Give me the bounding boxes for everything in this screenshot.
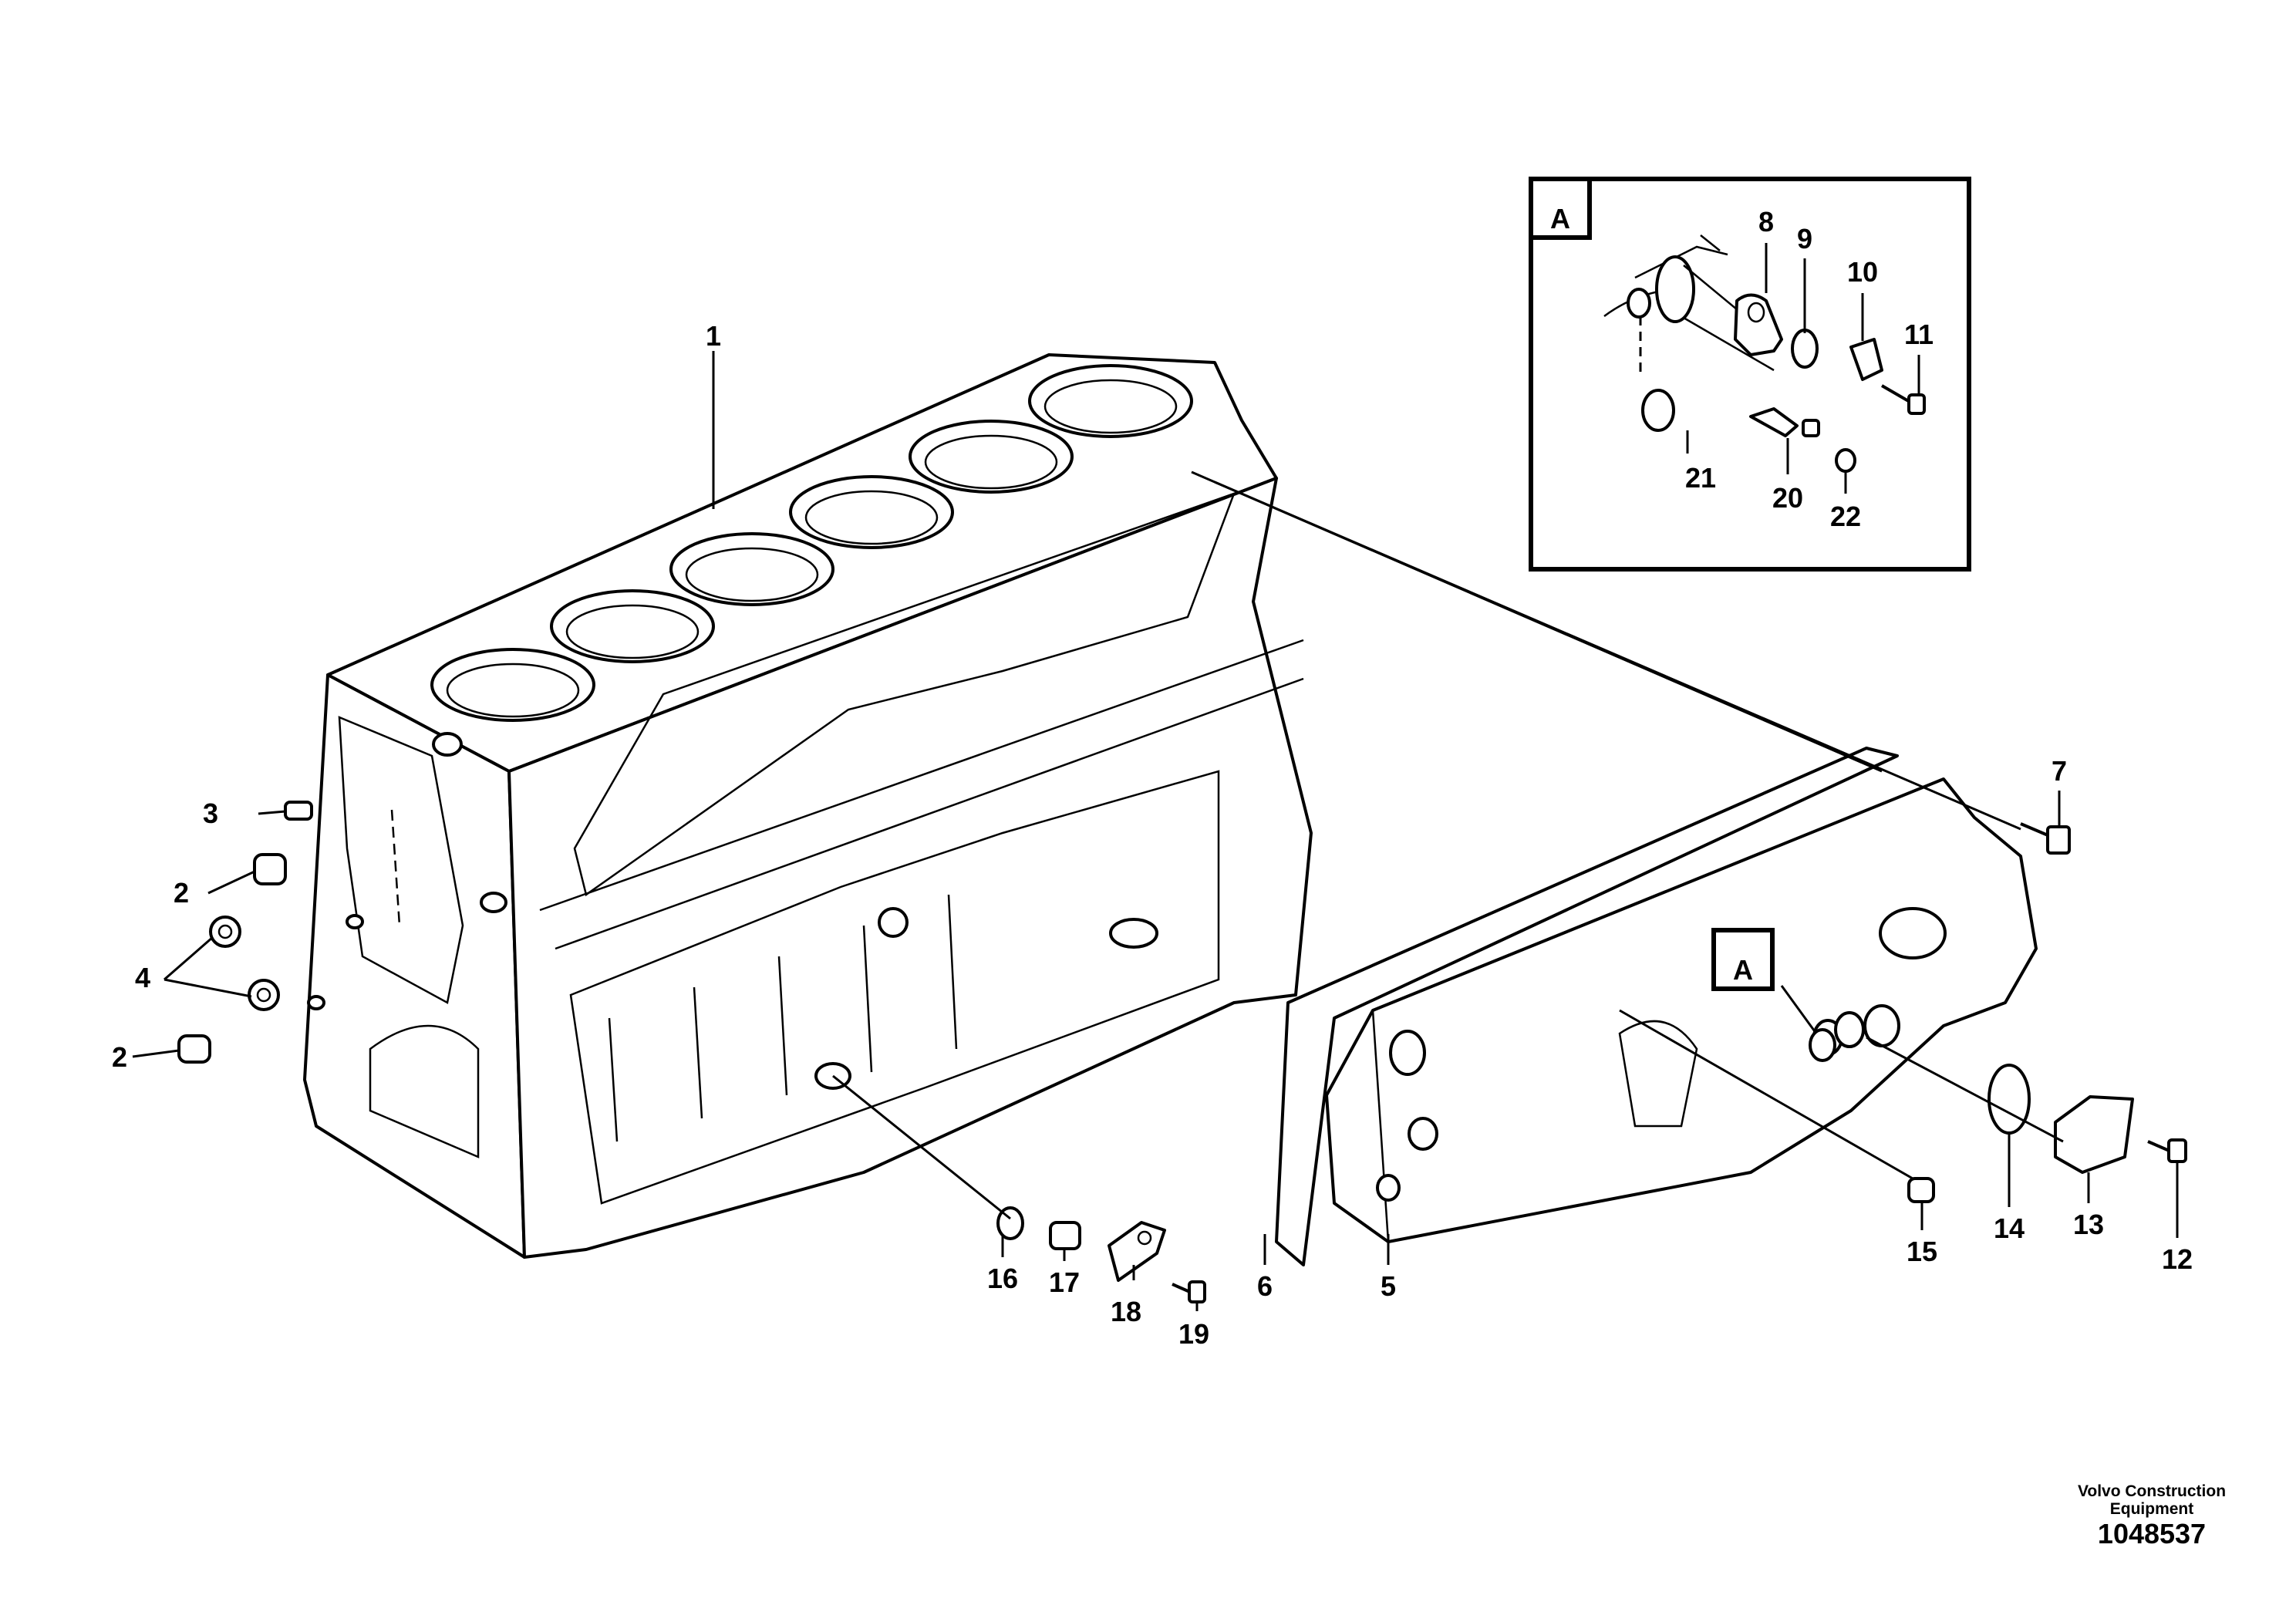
callout-10: 10	[1847, 256, 1878, 288]
seal-rings-at-reference-a	[1809, 1011, 1865, 1062]
plug-part-2-upper	[253, 853, 287, 885]
leader-lines	[132, 351, 2179, 1311]
callout-17: 17	[1049, 1266, 1080, 1298]
detail-view-letter: A	[1550, 203, 1570, 234]
callout-5: 5	[1381, 1270, 1396, 1302]
callout-8: 8	[1758, 206, 1774, 238]
o-ring-part-14	[1988, 1064, 2031, 1135]
callout-1: 1	[706, 320, 721, 352]
callout-2-lower: 2	[112, 1041, 127, 1073]
drawing-number: 1048537	[2097, 1518, 2207, 1549]
plug-part-15	[1907, 1177, 1935, 1203]
callout-9: 9	[1797, 223, 1812, 255]
manufacturer-name-line1: Volvo Construction	[2077, 1482, 2227, 1500]
callout-14: 14	[1994, 1212, 2025, 1244]
ring-part-16	[996, 1206, 1024, 1240]
plug-part-3	[284, 801, 313, 821]
callout-18: 18	[1111, 1296, 1141, 1327]
adapter-part-17	[1049, 1221, 1081, 1250]
cylinder-block	[303, 353, 1313, 1259]
detail-reference-marker-a	[1711, 928, 1775, 991]
manufacturer-name-line2: Equipment	[2109, 1500, 2194, 1518]
oil-cooler-cover	[1325, 777, 2038, 1243]
callout-2-upper: 2	[174, 877, 189, 909]
plug-part-2-lower	[177, 1034, 211, 1064]
callout-13: 13	[2073, 1209, 2104, 1240]
detail-view-a	[1529, 177, 1971, 572]
bolt-part-12	[2147, 1138, 2187, 1163]
oil-cooler-gasket	[1275, 747, 1899, 1266]
callout-12: 12	[2162, 1243, 2193, 1275]
callout-15: 15	[1907, 1236, 1937, 1267]
bolt-part-19	[1172, 1280, 1206, 1303]
callout-22: 22	[1830, 501, 1861, 532]
callout-16: 16	[987, 1263, 1018, 1294]
cylinder-bores	[430, 364, 1193, 722]
callout-21: 21	[1685, 462, 1716, 494]
cover-part-13	[2054, 1095, 2134, 1174]
callout-20: 20	[1772, 482, 1803, 514]
detail-reference-letter: A	[1733, 954, 1753, 986]
callout-6: 6	[1257, 1270, 1273, 1302]
bolt-part-7	[2020, 822, 2071, 855]
callout-19: 19	[1178, 1318, 1209, 1350]
callout-numbers: 1 2 2 3 4 5 6 7 8 9 10 11 12 13 14 15 16…	[112, 206, 2193, 1350]
flange-part-18	[1108, 1221, 1166, 1282]
callout-4: 4	[135, 962, 150, 993]
callout-3: 3	[203, 798, 218, 829]
callout-11: 11	[1904, 319, 1934, 350]
callout-7: 7	[2052, 755, 2067, 787]
